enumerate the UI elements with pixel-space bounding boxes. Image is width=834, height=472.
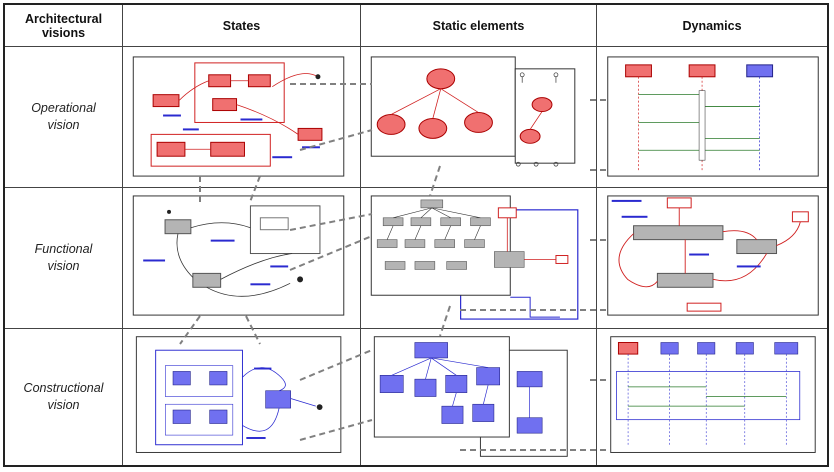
header-architectural-visions: Architectural visions bbox=[5, 5, 123, 47]
operational-states-diagram bbox=[123, 47, 361, 188]
header-static-elements: Static elements bbox=[361, 5, 597, 47]
operational-dynamics-diagram bbox=[597, 47, 827, 188]
functional-dynamics-diagram bbox=[597, 188, 827, 329]
header-states: States bbox=[123, 5, 361, 47]
constructional-states-diagram bbox=[123, 329, 361, 465]
row-label-constructional-line2: vision bbox=[47, 398, 80, 412]
header-col0-line2: visions bbox=[41, 25, 86, 40]
row-label-functional-line1: Functional bbox=[34, 242, 93, 256]
row-label-operational-line2: vision bbox=[47, 118, 80, 132]
header-col0-line1: Architectural bbox=[24, 11, 103, 26]
row-label-constructional-line1: Constructional bbox=[23, 381, 104, 395]
row-label-functional: Functional vision bbox=[5, 188, 123, 329]
row-label-operational-line1: Operational bbox=[31, 101, 96, 115]
header-dynamics: Dynamics bbox=[597, 5, 827, 47]
constructional-static-diagram bbox=[361, 329, 597, 465]
functional-static-diagram bbox=[361, 188, 597, 329]
row-label-constructional: Constructional vision bbox=[5, 329, 123, 465]
vision-matrix-table: Architectural visions States Static elem… bbox=[3, 3, 829, 467]
constructional-dynamics-diagram bbox=[597, 329, 827, 465]
row-label-functional-line2: vision bbox=[47, 259, 80, 273]
functional-states-diagram bbox=[123, 188, 361, 329]
row-label-operational: Operational vision bbox=[5, 47, 123, 188]
operational-static-diagram bbox=[361, 47, 597, 188]
